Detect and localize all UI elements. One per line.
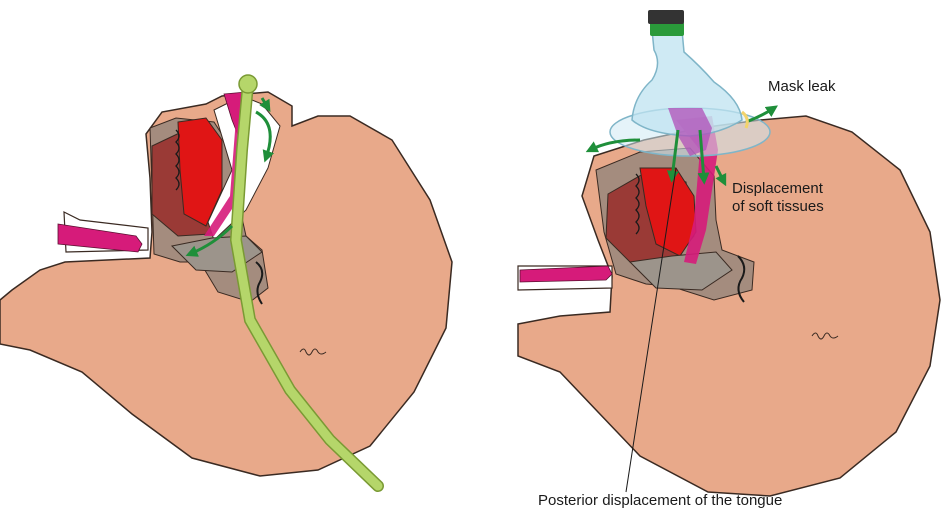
posterior-displacement-label: Posterior displacement of the tongue [538, 492, 782, 510]
displacement-label-line-2: of soft tissues [732, 198, 824, 216]
bag-connector-cap [648, 10, 684, 24]
mask-leak-label: Mask leak [768, 78, 836, 96]
displacement-label-line-1: Displacement [732, 180, 824, 198]
displacement-label: Displacement of soft tissues [732, 180, 824, 216]
right-panel-mask-ventilation [518, 10, 940, 496]
left-panel-nasal-tube [0, 75, 452, 486]
left-tube-flange [239, 75, 257, 93]
right-head-silhouette [518, 116, 940, 496]
bag-connector-green [650, 22, 684, 36]
